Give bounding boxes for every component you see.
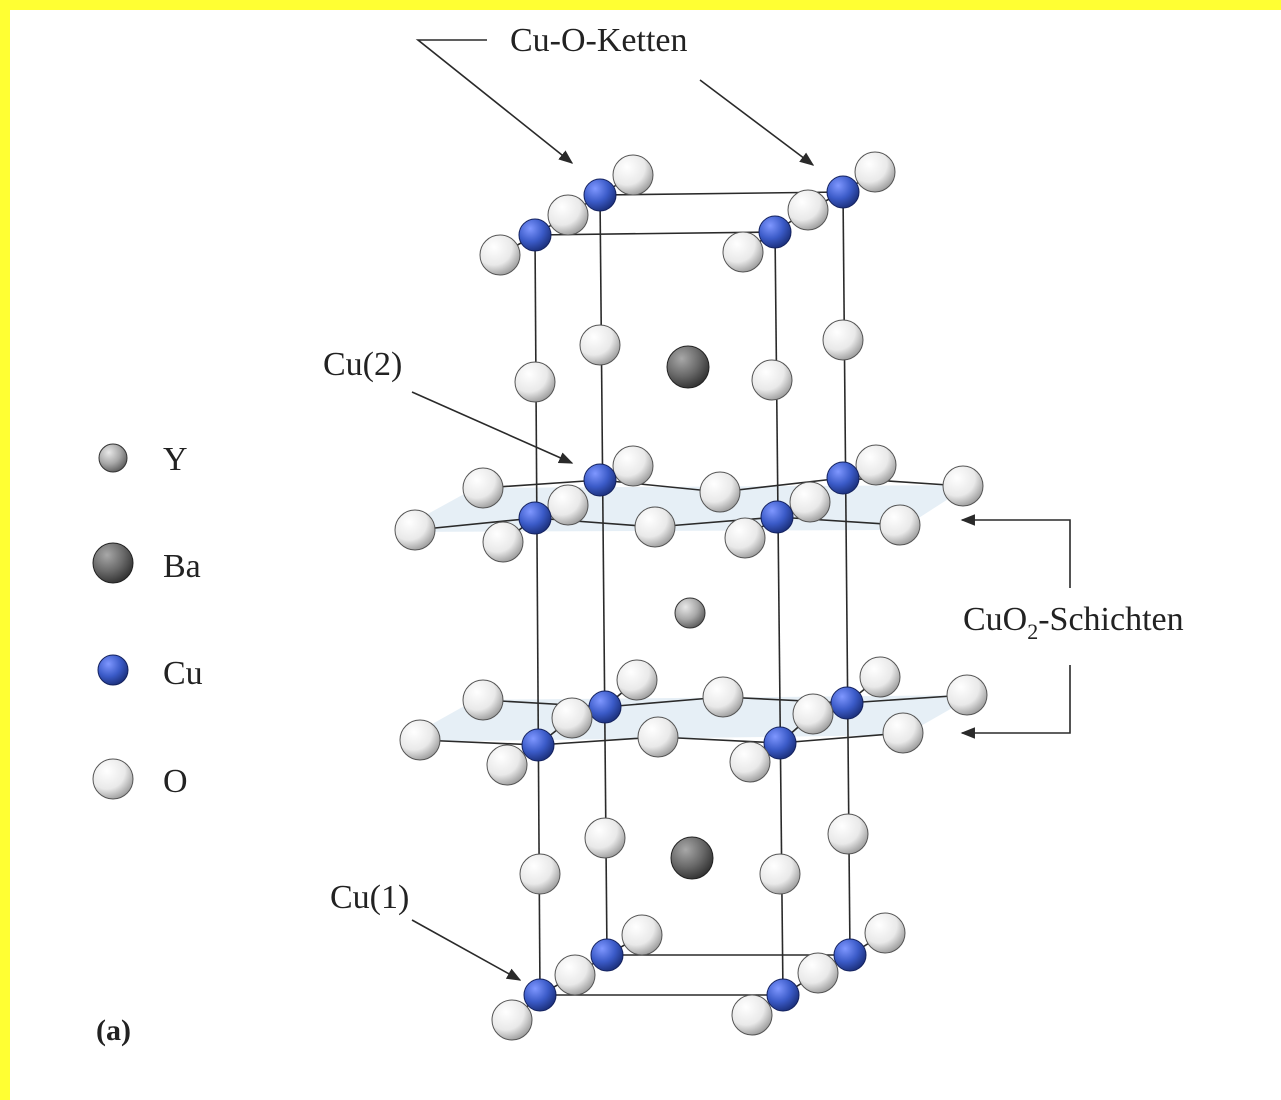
- cu-atom: [583, 463, 617, 497]
- o-atom: [882, 712, 924, 754]
- o-atom: [722, 231, 764, 273]
- y-atom: [674, 597, 706, 629]
- o-atom: [759, 853, 801, 895]
- o-atom: [946, 674, 988, 716]
- o-atom: [864, 912, 906, 954]
- cu-atom: [826, 175, 860, 209]
- cu-atom: [763, 726, 797, 760]
- o-atom: [855, 444, 897, 486]
- layers-arrow-lower: [960, 665, 1071, 739]
- o-atom: [634, 506, 676, 548]
- chains-label: Cu-O-Ketten: [510, 22, 688, 59]
- o-atom: [827, 813, 869, 855]
- cu-atom: [583, 178, 617, 212]
- legend-o-label: O: [163, 763, 188, 800]
- cu-atom: [518, 501, 552, 535]
- o-atom: [547, 484, 589, 526]
- o-atom: [479, 234, 521, 276]
- cu-atom: [826, 461, 860, 495]
- legend-o-swatch: [92, 758, 134, 800]
- o-atom: [621, 914, 663, 956]
- o-atom: [612, 445, 654, 487]
- o-atom: [702, 676, 744, 718]
- cu-atom: [590, 938, 624, 972]
- o-atom: [787, 189, 829, 231]
- chains-arrow-left: [415, 39, 574, 164]
- atoms: [394, 151, 988, 1041]
- o-atom: [797, 952, 839, 994]
- cu-atom: [523, 978, 557, 1012]
- o-atom: [854, 151, 896, 193]
- o-atom: [751, 359, 793, 401]
- legend: Y Ba Cu O: [92, 441, 203, 800]
- o-atom: [724, 517, 766, 559]
- cu2-label: Cu(2): [323, 346, 402, 383]
- o-atom: [637, 716, 679, 758]
- legend-y-label: Y: [163, 441, 188, 478]
- layers-arrow-upper: [960, 514, 1071, 588]
- panel-label: (a): [96, 1014, 131, 1047]
- cu-atom: [588, 690, 622, 724]
- o-atom: [729, 741, 771, 783]
- pointer-arrows: [411, 39, 1071, 981]
- o-atom: [462, 467, 504, 509]
- o-atom: [547, 194, 589, 236]
- o-atom: [514, 361, 556, 403]
- o-atom: [942, 465, 984, 507]
- o-atom: [822, 319, 864, 361]
- o-atom: [486, 744, 528, 786]
- o-atom: [731, 994, 773, 1036]
- o-atom: [616, 659, 658, 701]
- bonds: [414, 171, 968, 1021]
- o-atom: [519, 853, 561, 895]
- chains-arrow-right: [699, 79, 815, 166]
- o-atom: [394, 509, 436, 551]
- o-atom: [612, 154, 654, 196]
- cu-atom: [758, 215, 792, 249]
- cu2-arrow: [411, 391, 574, 464]
- legend-cu-swatch: [97, 654, 129, 686]
- o-atom: [399, 719, 441, 761]
- cu-atom: [760, 500, 794, 534]
- o-atom: [789, 481, 831, 523]
- o-atom: [879, 504, 921, 546]
- o-atom: [462, 679, 504, 721]
- cuo2-layers-label: CuO2-Schichten: [963, 601, 1184, 644]
- legend-cu-label: Cu: [163, 655, 203, 692]
- o-atom: [584, 817, 626, 859]
- legend-ba-swatch: [92, 542, 134, 584]
- legend-ba-label: Ba: [163, 548, 201, 585]
- o-atom: [551, 697, 593, 739]
- cu-atom: [830, 686, 864, 720]
- o-atom: [482, 521, 524, 563]
- o-atom: [792, 693, 834, 735]
- cu-atom: [766, 978, 800, 1012]
- legend-y-swatch: [98, 443, 128, 473]
- cu1-label: Cu(1): [330, 879, 409, 916]
- cu-atom: [833, 938, 867, 972]
- cu1-arrow: [411, 919, 522, 981]
- cu-atom: [518, 218, 552, 252]
- o-atom: [699, 471, 741, 513]
- o-atom: [579, 324, 621, 366]
- o-atom: [491, 999, 533, 1041]
- ba-atom: [666, 345, 710, 389]
- o-atom: [554, 954, 596, 996]
- o-atom: [859, 656, 901, 698]
- cu-atom: [521, 728, 555, 762]
- ba-atom: [670, 836, 714, 880]
